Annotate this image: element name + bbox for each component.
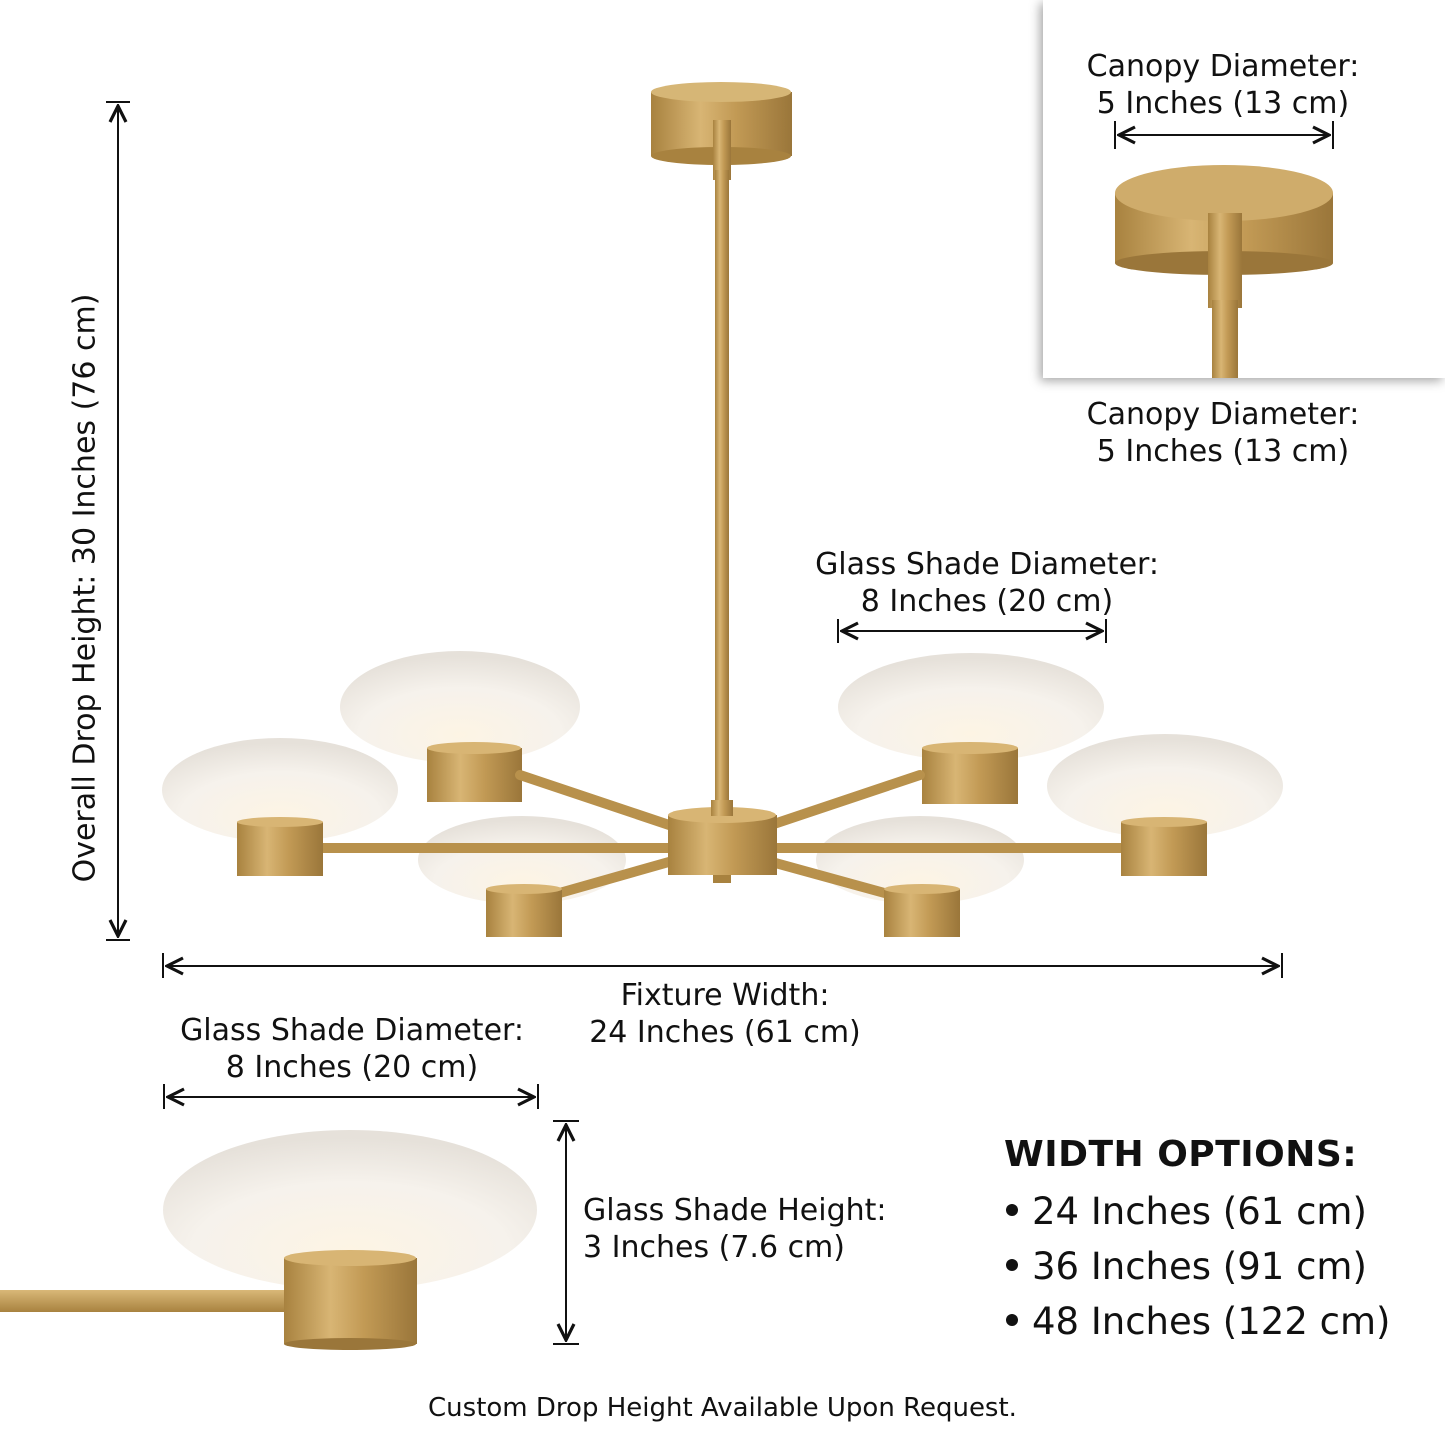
fixture-width-dimension bbox=[162, 953, 1283, 978]
cup-left bbox=[237, 817, 323, 876]
shade-height-line2: 3 Inches (7.6 cm) bbox=[583, 1230, 845, 1265]
detail-diameter-dimension bbox=[163, 1084, 539, 1109]
fixture-width-label: Fixture Width: 24 Inches (61 cm) bbox=[525, 977, 925, 1051]
shade-detail bbox=[0, 1130, 537, 1350]
shade-height-label: Glass Shade Height: 3 Inches (7.6 cm) bbox=[583, 1192, 887, 1266]
overall-drop-height-label: Overall Drop Height: 30 Inches (76 cm) bbox=[67, 293, 103, 883]
shade-diameter-main-line2: 8 Inches (20 cm) bbox=[860, 584, 1114, 619]
shade-back-left bbox=[340, 651, 580, 802]
canopy-inset-label-line2: 5 Inches (13 cm) bbox=[1096, 86, 1350, 121]
width-option-text: 36 Inches (91 cm) bbox=[1032, 1245, 1367, 1288]
shade-front-right bbox=[816, 816, 1024, 904]
shade-diameter-main-line1: Glass Shade Diameter: bbox=[815, 547, 1159, 582]
fixture-width-line1: Fixture Width: bbox=[620, 978, 830, 1013]
width-option: 48 Inches (122 cm) bbox=[1004, 1294, 1390, 1349]
canopy-inset-label: Canopy Diameter: 5 Inches (13 cm) bbox=[1043, 48, 1403, 122]
canopy bbox=[651, 82, 792, 165]
canopy-outside-label-line2: 5 Inches (13 cm) bbox=[1096, 434, 1350, 469]
stem bbox=[713, 120, 731, 810]
bullet-icon bbox=[1006, 1203, 1018, 1216]
shade-back-right bbox=[838, 653, 1104, 804]
canopy-inset: Canopy Diameter: 5 Inches (13 cm) bbox=[1043, 0, 1445, 378]
canopy-inset-illustration bbox=[1114, 121, 1334, 378]
shade-right bbox=[1047, 734, 1283, 838]
shade-diameter-main-label: Glass Shade Diameter: 8 Inches (20 cm) bbox=[787, 546, 1187, 620]
drop-height-dimension bbox=[106, 101, 130, 941]
bullet-icon bbox=[1006, 1258, 1018, 1271]
canopy-inset-label-line1: Canopy Diameter: bbox=[1086, 49, 1360, 84]
cup-front-right bbox=[884, 884, 960, 937]
fixture-width-line2: 24 Inches (61 cm) bbox=[589, 1015, 861, 1050]
shade-left bbox=[162, 738, 398, 842]
width-option: 24 Inches (61 cm) bbox=[1004, 1184, 1390, 1239]
width-options-list: 24 Inches (61 cm) 36 Inches (91 cm) 48 I… bbox=[1004, 1184, 1390, 1349]
canopy-outside-label: Canopy Diameter: 5 Inches (13 cm) bbox=[1043, 396, 1403, 470]
width-options-title: WIDTH OPTIONS: bbox=[1004, 1134, 1358, 1175]
shade-diameter-detail-line2: 8 Inches (20 cm) bbox=[225, 1050, 479, 1085]
bullet-icon bbox=[1006, 1313, 1018, 1326]
shade-diameter-dimension bbox=[837, 619, 1107, 643]
shade-height-line1: Glass Shade Height: bbox=[583, 1193, 887, 1228]
canopy-outside-label-line1: Canopy Diameter: bbox=[1086, 397, 1360, 432]
detail-height-dimension bbox=[553, 1120, 579, 1345]
width-option: 36 Inches (91 cm) bbox=[1004, 1239, 1390, 1294]
shade-front-left bbox=[418, 816, 626, 904]
shade-diameter-detail-label: Glass Shade Diameter: 8 Inches (20 cm) bbox=[152, 1012, 552, 1086]
width-option-text: 24 Inches (61 cm) bbox=[1032, 1190, 1367, 1233]
footer-note: Custom Drop Height Available Upon Reques… bbox=[428, 1393, 1017, 1423]
shade-diameter-detail-line1: Glass Shade Diameter: bbox=[180, 1013, 524, 1048]
cup-front-left bbox=[486, 884, 562, 937]
center-hub bbox=[668, 800, 777, 883]
cup-right bbox=[1121, 817, 1207, 876]
width-option-text: 48 Inches (122 cm) bbox=[1032, 1300, 1391, 1343]
